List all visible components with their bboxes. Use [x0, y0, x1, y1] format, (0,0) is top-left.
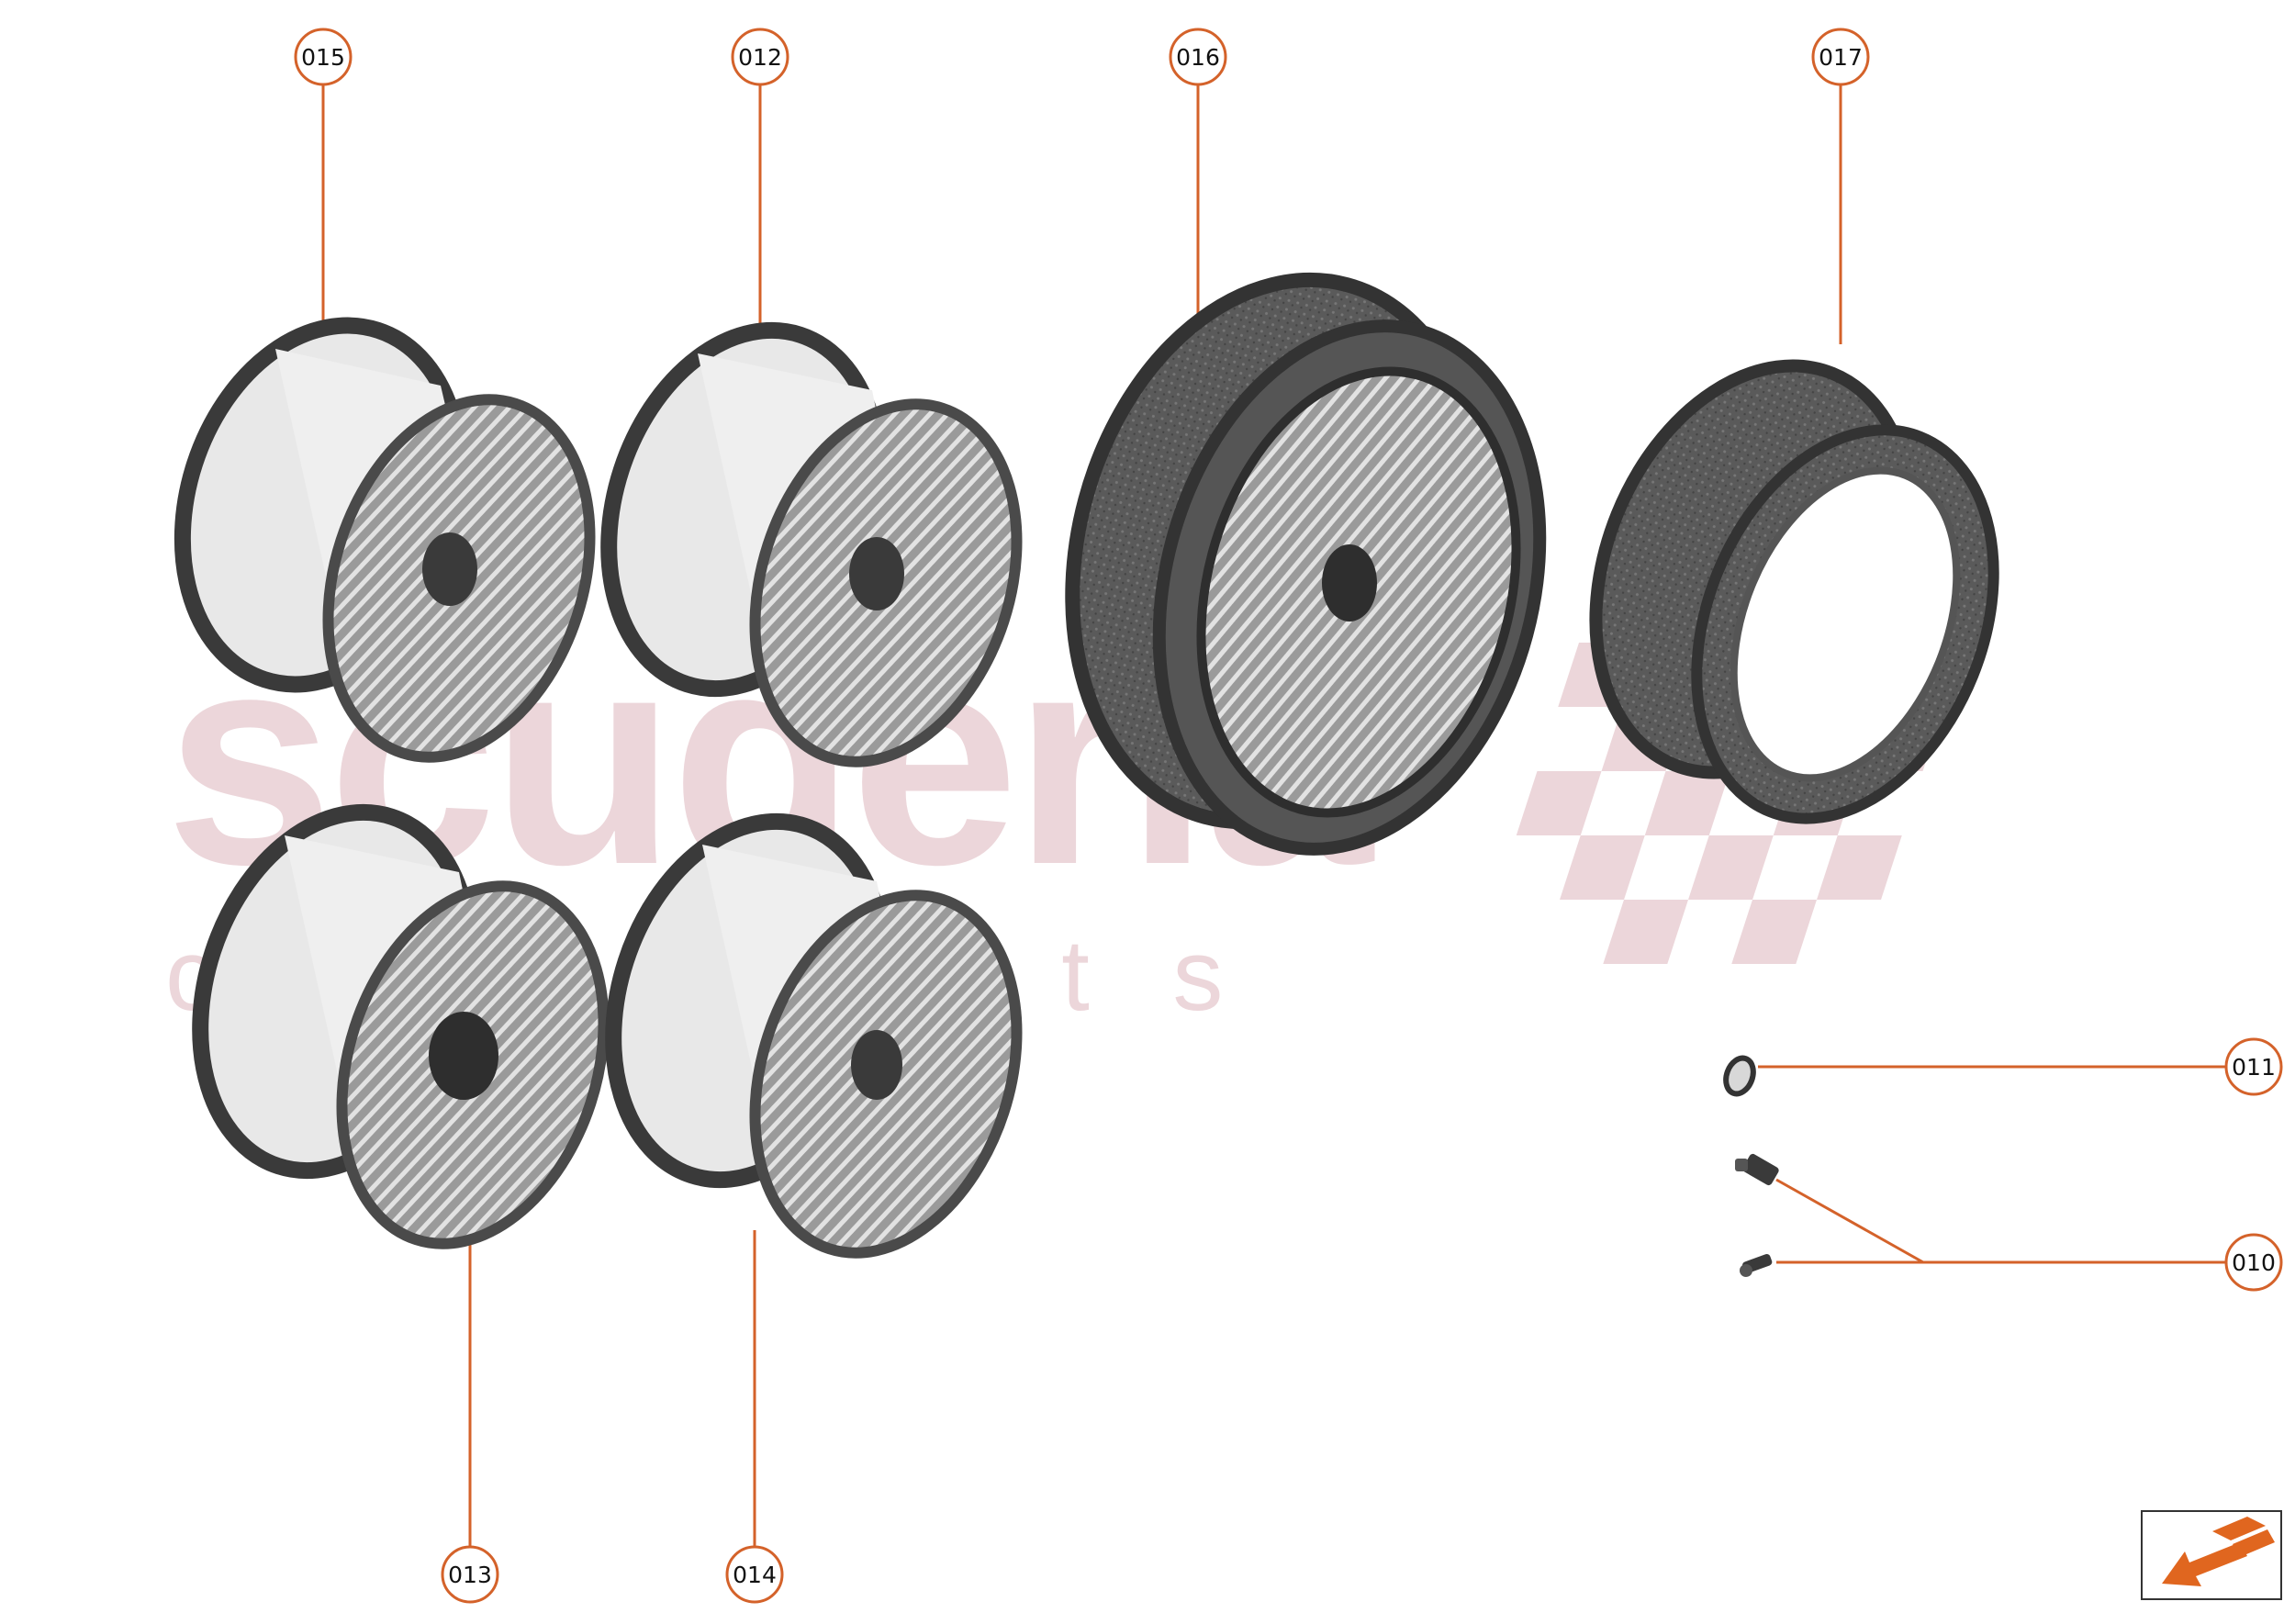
callout-013[interactable]: 013	[441, 1545, 499, 1604]
wheel-nut-011	[1723, 1055, 1756, 1097]
callout-label: 013	[448, 1562, 492, 1588]
callouts: 015 012 016 017 013 014 011 010	[294, 28, 2283, 1604]
callout-012[interactable]: 012	[731, 28, 789, 86]
wheel-012	[600, 321, 1023, 767]
callout-016[interactable]: 016	[1169, 28, 1227, 86]
leader-lines	[321, 85, 2226, 1547]
callout-label: 011	[2232, 1054, 2276, 1081]
callout-label: 016	[1176, 44, 1220, 71]
callout-label: 017	[1819, 44, 1863, 71]
callout-015[interactable]: 015	[294, 28, 353, 86]
callout-label: 015	[301, 44, 345, 71]
callout-010[interactable]: 010	[2224, 1233, 2283, 1292]
wheel-013	[192, 803, 610, 1249]
callout-017[interactable]: 017	[1811, 28, 1870, 86]
wheel-015	[174, 317, 596, 763]
next-page-arrow-icon	[2162, 1517, 2275, 1586]
tyre-017	[1589, 359, 1999, 824]
callout-014[interactable]: 014	[725, 1545, 784, 1604]
wheel-016	[1065, 272, 1547, 856]
wheel-014	[605, 812, 1023, 1259]
callout-label: 014	[733, 1562, 777, 1588]
callout-011[interactable]: 011	[2224, 1037, 2283, 1096]
valve-stem-010-b	[1740, 1254, 1773, 1277]
callout-label: 010	[2232, 1249, 2276, 1276]
callout-label: 012	[738, 44, 782, 71]
valve-stem-010-a	[1735, 1153, 1779, 1186]
next-page-button[interactable]	[2141, 1510, 2282, 1600]
